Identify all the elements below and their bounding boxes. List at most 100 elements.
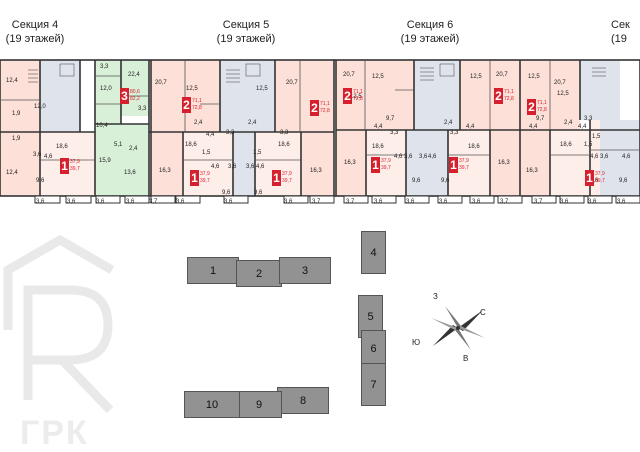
room-area-label: 16,3 [310,168,322,174]
site-building-9: 9 [236,391,282,418]
dimension-label: 3,6 [588,199,597,205]
room-area-label: 9,6 [36,178,45,184]
room-area-label: 3,3 [100,64,109,70]
apartment-total-area: 39,7 [459,165,469,171]
balconies [34,195,640,204]
compass-rose-icon [431,306,485,350]
room-area-label: 4,6 [256,164,265,170]
dimension-label: 3,6 [284,199,293,205]
section-title-6: Секция 6 (19 этажей) [400,19,460,45]
apartment-living-area: 71,1 [192,98,202,104]
dimension-label: 3,6 [36,199,45,205]
site-building-6: 6 [361,330,386,367]
apartment-total-area: 72,8 [192,105,202,111]
room-area-label: 12,4 [6,78,18,84]
room-area-label: 1,9 [12,136,21,142]
watermark-logo-text: ГРК [20,414,89,452]
stair-hatching [28,63,606,83]
apartment-living-area: 71,1 [504,89,514,95]
apartment-rooms: 3 [120,88,129,104]
apartment-rooms: 2 [527,99,536,115]
room-area-label: 9,6 [590,178,599,184]
room-area-label: 3,3 [584,116,593,122]
dimension-label: 3,7 [149,199,158,205]
apartment-living-area: 71,1 [320,101,330,107]
apartment-rooms: 1 [449,157,458,173]
room-area-label: 12,5 [470,74,482,80]
room-area-label: 18,6 [560,142,572,148]
apartment-total-area: 72,8 [504,96,514,102]
room-area-label: 16,3 [159,168,171,174]
room-area-label: 16,3 [344,160,356,166]
site-building-7: 7 [361,363,386,406]
room-area-label: 9,6 [619,178,628,184]
room-area-label: 3,6 [246,164,255,170]
dimension-label: 3,7 [312,199,321,205]
room-area-label: 2,4 [564,120,573,126]
room-area-label: 4,4 [206,132,215,138]
dimension-label: 3,6 [176,199,185,205]
room-area-label: 20,7 [286,80,298,86]
room-area-label: 1,5 [253,150,262,156]
dimension-label: 3,6 [374,199,383,205]
dimension-label: 3,6 [439,199,448,205]
room-area-label: 2,4 [129,146,138,152]
apartment-total-area: 72,8 [320,108,330,114]
apartment-living-area: 71,1 [353,89,363,95]
apartment-total-area: 72,8 [537,107,547,113]
dimension-label: 3,6 [472,199,481,205]
interior-walls [0,60,640,161]
apartment-total-area: 39,7 [70,166,80,172]
apartment-rooms: 2 [310,100,319,116]
room-area-label: 9,6 [441,178,450,184]
dimension-label: 3,6 [617,199,626,205]
dimension-label: 3,6 [96,199,105,205]
room-area-label: 3,3 [138,106,147,112]
room-area-label: 12,4 [6,170,18,176]
apartment-total-area: 39,7 [200,178,210,184]
apartment-total-area: 39,7 [381,165,391,171]
site-building-3: 3 [279,257,331,284]
room-area-label: 4,6 [622,154,631,160]
apartment-living-area: 37,9 [282,171,292,177]
apartment-living-area: 71,1 [537,100,547,106]
room-area-label: 1,5 [202,150,211,156]
site-building-1: 1 [187,257,239,284]
room-area-label: 16,3 [526,168,538,174]
apartment-rooms: 2 [494,88,503,104]
dimension-label: 3,6 [224,199,233,205]
room-area-label: 3,6 [419,154,428,160]
room-area-label: 20,7 [343,72,355,78]
section-title-4: Секция 4 (19 этажей) [5,19,65,45]
site-building-2: 2 [236,260,282,287]
room-area-label: 4,6 [44,154,53,160]
room-area-label: 18,6 [185,142,197,148]
apartment-total-area: 72,8 [353,96,363,102]
room-area-label: 1,5 [592,134,601,140]
room-area-label: 3,6 [228,164,237,170]
room-area-label: 22,4 [128,72,140,78]
room-area-label: 3,3 [226,130,235,136]
apartment-rooms: 2 [343,88,352,104]
apartment-living-area: 37,9 [595,171,605,177]
room-area-label: 18,6 [278,142,290,148]
room-area-label: 18,6 [56,144,68,150]
section-title-5: Секция 5 (19 этажей) [216,19,276,45]
room-area-label: 4,4 [578,124,587,130]
dimension-label: 3,7 [346,199,355,205]
room-area-label: 3,6 [600,154,609,160]
room-area-label: 12,0 [100,86,112,92]
room-area-label: 3,6 [404,154,413,160]
room-area-label: 3,3 [280,130,289,136]
apartment-living-area: 37,9 [459,158,469,164]
apartment-living-area: 37,9 [70,159,80,165]
site-building-4: 4 [361,231,386,274]
room-area-label: 2,4 [194,120,203,126]
